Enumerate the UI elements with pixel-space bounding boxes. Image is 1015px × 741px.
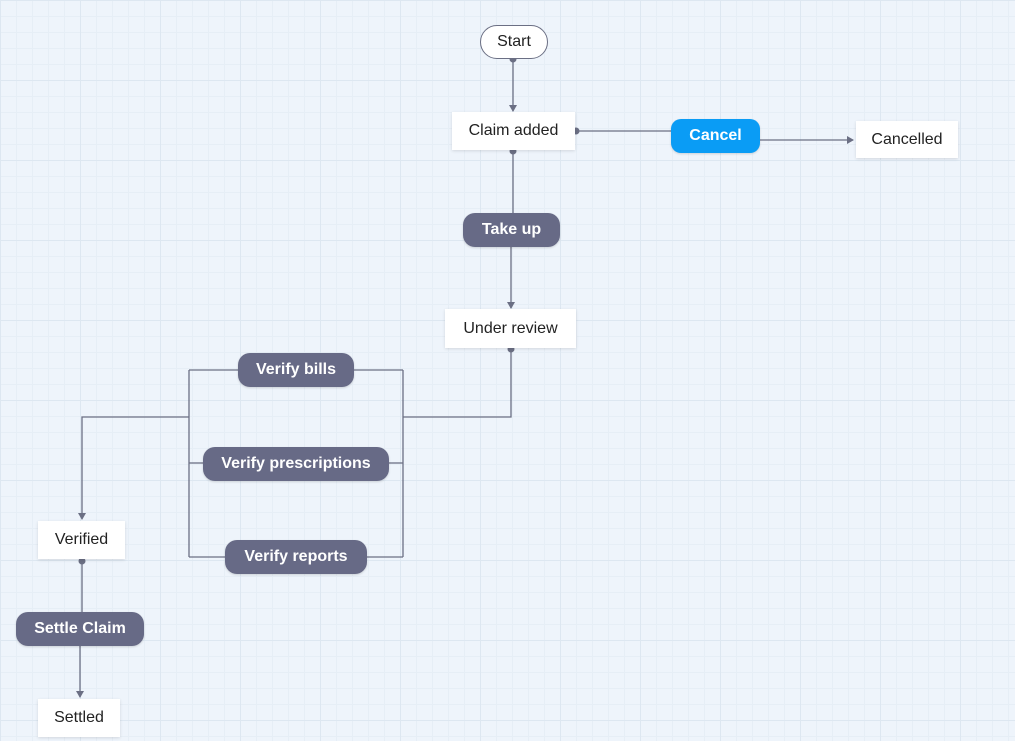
take-up-button-label: Take up [481,221,542,238]
verify-reports-button-label: Verify reports [244,548,348,565]
state-settled-label: Settled [54,709,104,726]
settle-claim-button-label: Settle Claim [34,620,126,637]
start-node[interactable]: Start [480,25,548,59]
verify-prescriptions-button[interactable]: Verify prescriptions [203,447,389,481]
state-under-review-label: Under review [463,319,558,337]
take-up-button[interactable]: Take up [463,213,560,247]
state-claim-added-label: Claim added [468,122,559,139]
verify-prescriptions-button-label: Verify prescriptions [221,455,371,472]
verify-reports-button[interactable]: Verify reports [225,540,367,574]
edge-verify-join-to-verified [78,416,189,520]
state-settled[interactable]: Settled [38,699,120,737]
cancel-button[interactable]: Cancel [671,119,760,153]
cancel-button-label: Cancel [689,127,742,144]
settle-claim-button[interactable]: Settle Claim [16,612,144,646]
port-verified-bottom [78,557,86,565]
state-claim-added[interactable]: Claim added [452,112,575,150]
state-under-review[interactable]: Under review [445,309,576,348]
state-cancelled-label: Cancelled [871,130,943,148]
verify-bills-button[interactable]: Verify bills [238,353,354,387]
state-verified-label: Verified [54,531,109,548]
edge-under-review-to-verify-split [403,349,512,418]
state-cancelled[interactable]: Cancelled [856,121,958,158]
start-label: Start [497,33,531,50]
verify-bills-button-label: Verify bills [255,361,337,378]
state-verified[interactable]: Verified [38,521,125,559]
